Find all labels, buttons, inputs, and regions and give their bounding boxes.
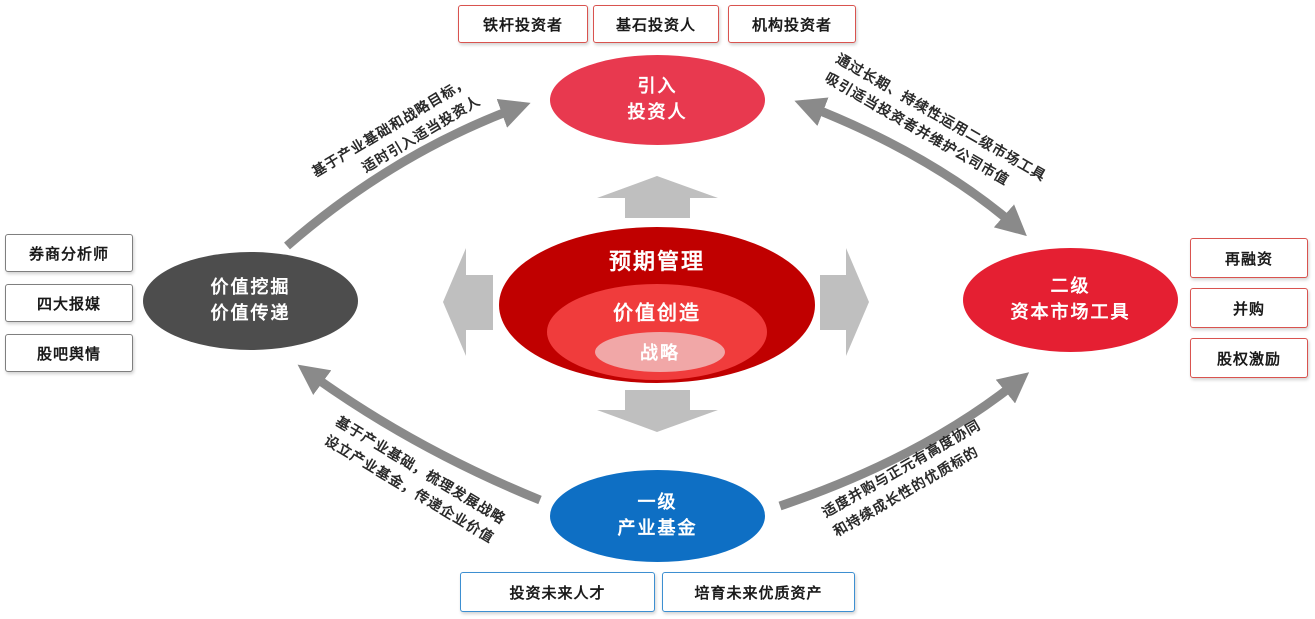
node-right-line1: 二级 <box>1050 276 1091 297</box>
top-tag-2: 机构投资者 <box>728 5 856 43</box>
bottom-tag-1: 培育未来优质资产 <box>662 572 855 612</box>
center-middle-label: 价值创造 <box>613 300 701 325</box>
right-tag-0: 再融资 <box>1190 238 1308 278</box>
top-tag-1: 基石投资人 <box>593 5 719 43</box>
left-tag-1: 四大报媒 <box>5 284 133 322</box>
arrow-bottom-to-right <box>778 372 1030 511</box>
node-right-line2: 资本市场工具 <box>1010 302 1131 323</box>
top-tag-0: 铁杆投资者 <box>458 5 588 43</box>
node-value-discovery: 价值挖掘 价值传递 <box>143 252 358 350</box>
node-left-line2: 价值传递 <box>210 303 291 324</box>
node-bottom-line1: 一级 <box>637 492 678 513</box>
node-top-line2: 投资人 <box>627 102 688 123</box>
center-outer-label: 预期管理 <box>608 249 706 275</box>
block-arrow-up <box>597 176 718 218</box>
node-secondary-market-tools: 二级 资本市场工具 <box>963 248 1178 352</box>
node-top-line1: 引入 <box>637 76 678 97</box>
bottom-tag-0: 投资未来人才 <box>460 572 655 612</box>
right-tag-1: 并购 <box>1190 288 1308 328</box>
center-inner-label: 战略 <box>640 343 680 364</box>
node-bottom-line2: 产业基金 <box>617 518 698 539</box>
node-industry-fund: 一级 产业基金 <box>550 470 765 562</box>
left-tag-0: 券商分析师 <box>5 234 133 272</box>
arrow-bottom-to-left <box>297 364 542 505</box>
node-left-line1: 价值挖掘 <box>210 277 291 298</box>
block-arrow-down <box>597 390 718 432</box>
left-tag-2: 股吧舆情 <box>5 334 133 372</box>
block-arrow-right <box>820 248 869 356</box>
center-inner-ellipse <box>595 332 725 372</box>
right-tag-2: 股权激励 <box>1190 338 1308 378</box>
block-arrow-left <box>443 248 493 356</box>
node-introduce-investors: 引入 投资人 <box>550 55 765 145</box>
arrow-left-to-top <box>284 98 531 250</box>
arrow-top-right-double <box>794 97 1027 237</box>
